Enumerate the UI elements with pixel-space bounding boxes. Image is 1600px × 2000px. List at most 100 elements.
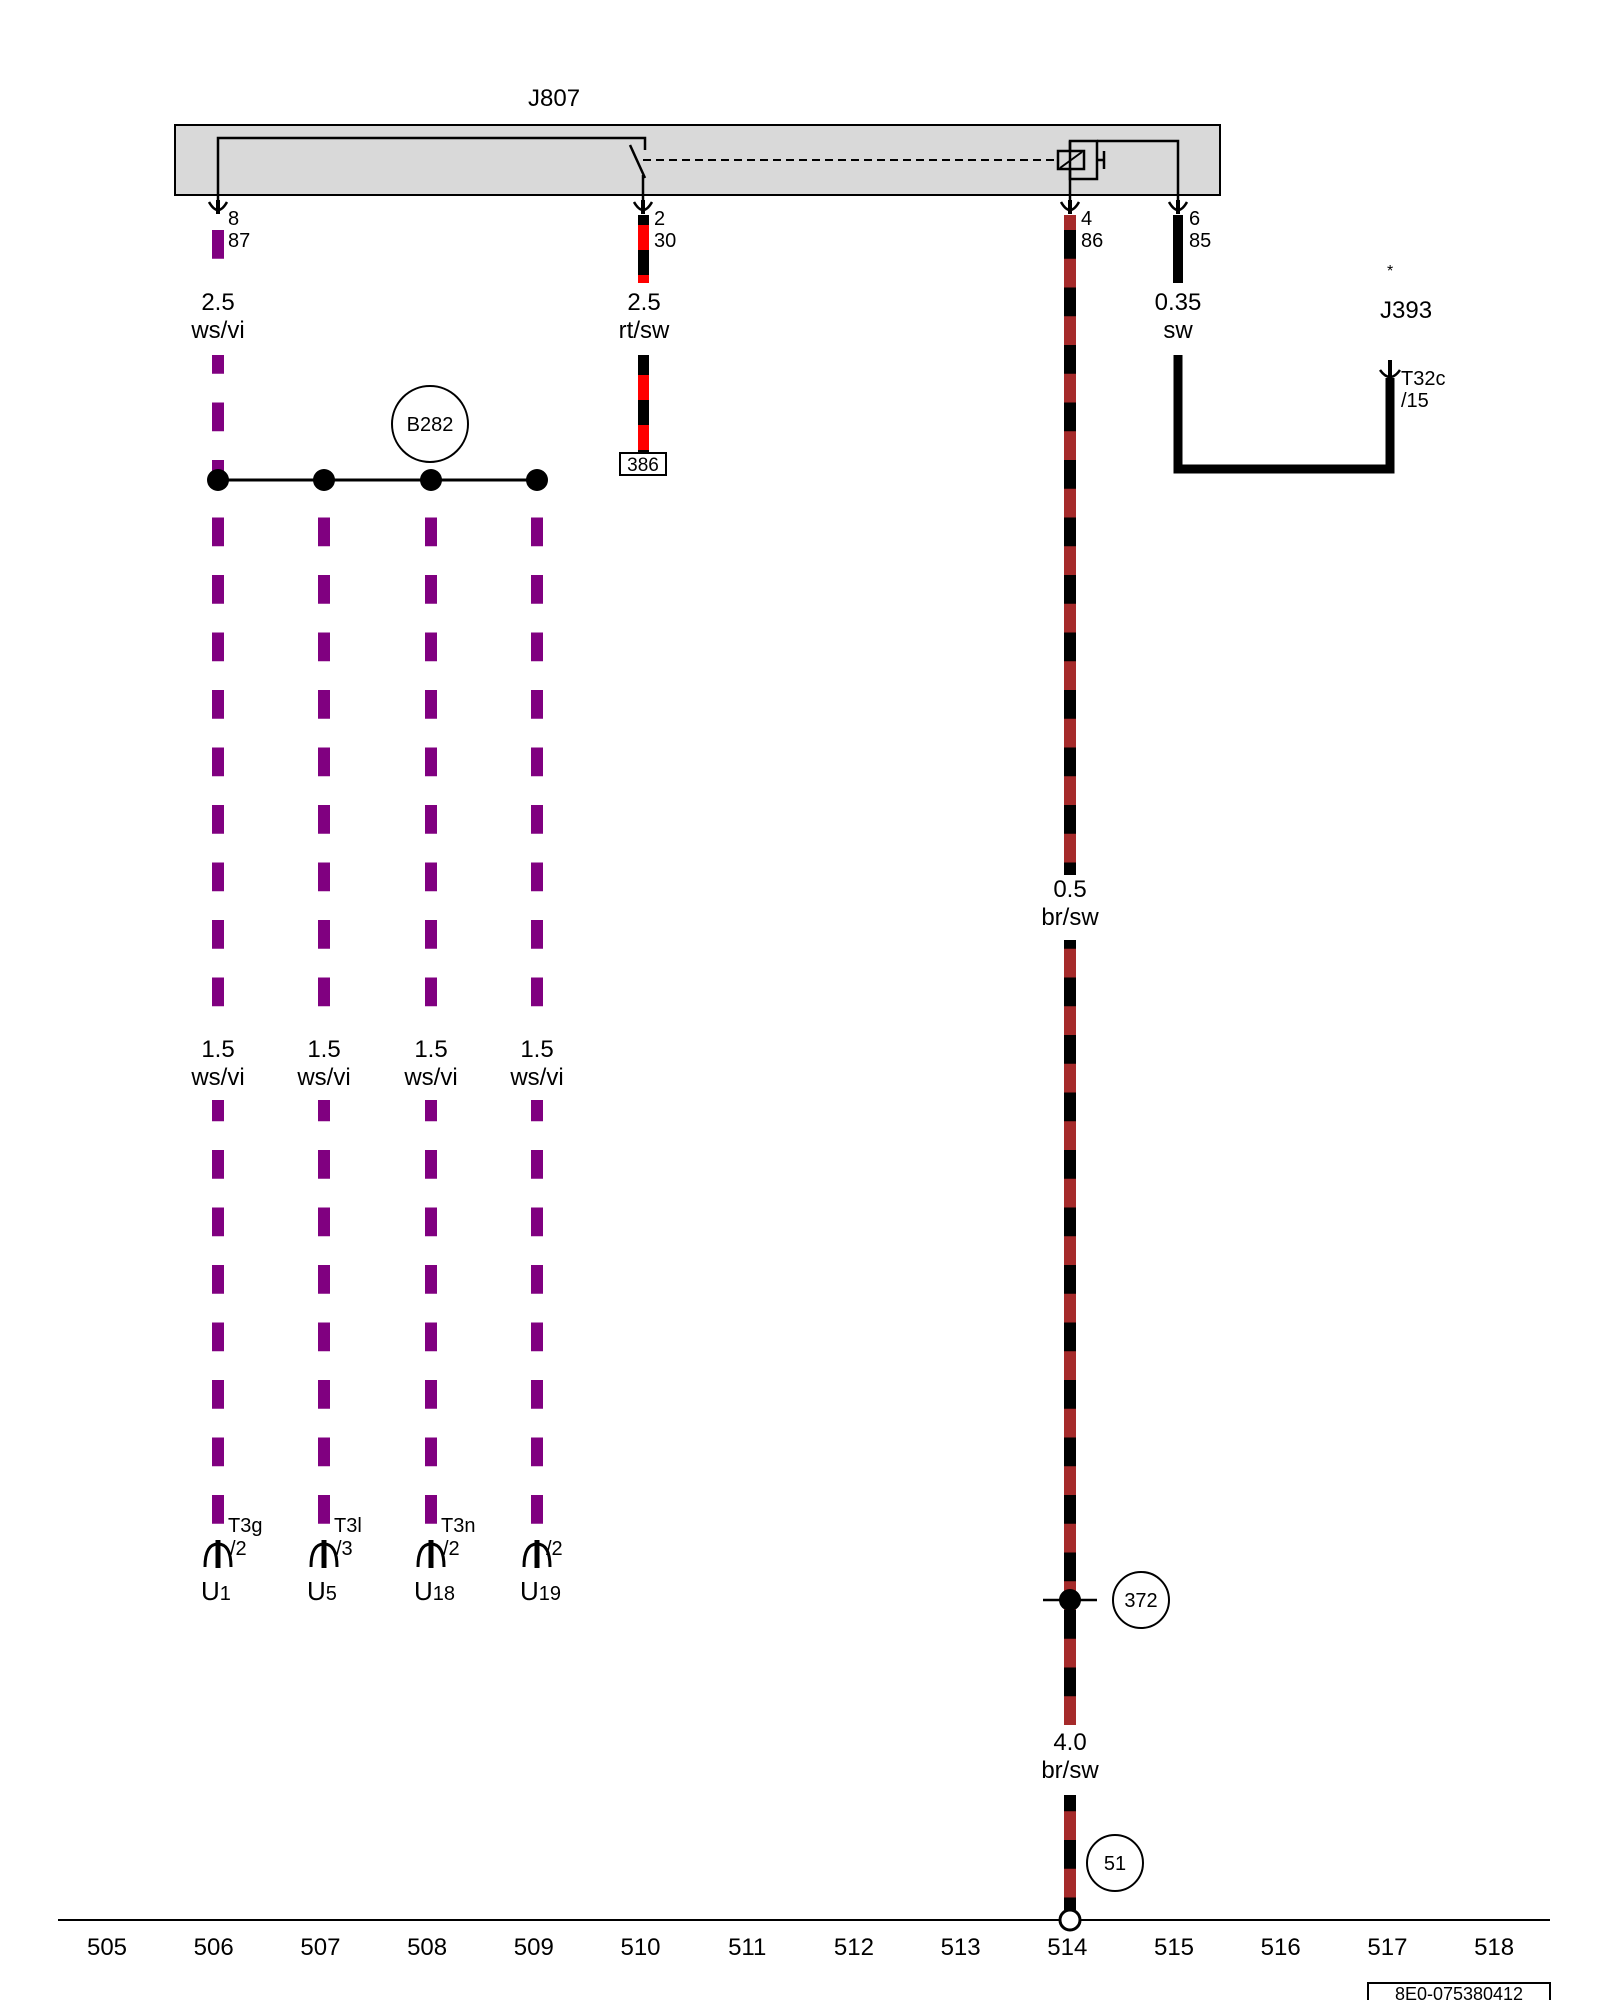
branch-wires: 1.5 ws/vi 1.5 ws/vi 1.5 ws/vi 1.5 ws/vi	[190, 469, 564, 1540]
branch-1-color: ws/vi	[190, 1064, 244, 1091]
terminal-ref-label: 386	[627, 455, 659, 476]
wire-pin2: 2.5 rt/sw 386	[619, 215, 670, 476]
terminal-u1: T3g /2 U1	[201, 1515, 262, 1606]
track-number: 516	[1261, 1934, 1301, 1961]
wire-pin2-color: rt/sw	[619, 317, 670, 344]
pin2-number: 2	[654, 208, 665, 230]
relay-j807: J807	[174, 85, 1221, 200]
track-number: 518	[1474, 1934, 1514, 1961]
pin2-terminal: 30	[654, 230, 676, 252]
document-code: 8E0-075380412	[1367, 1982, 1551, 2000]
j393-connector: T32c	[1401, 368, 1445, 390]
track-number: 515	[1154, 1934, 1194, 1961]
track-number: 511	[728, 1934, 766, 1961]
j393-label: J393	[1380, 297, 1432, 324]
track-number: 506	[194, 1934, 234, 1961]
junction-bus: B282	[218, 385, 538, 482]
relay-pin-connectors	[207, 200, 1189, 214]
wire-pin6-size: 0.35	[1155, 289, 1202, 316]
track-number: 505	[87, 1934, 127, 1961]
wire-pin4-size: 0.5	[1053, 876, 1086, 903]
track-number: 507	[300, 1934, 340, 1961]
terminal-u19: /2 U19	[520, 1538, 563, 1606]
pin4-terminal: 86	[1081, 230, 1103, 252]
pin6-terminal: 85	[1189, 230, 1211, 252]
branch-3: 1.5 ws/vi	[403, 469, 458, 1540]
pin8-number: 8	[228, 208, 239, 230]
terminal-u18: T3n /2 U18	[414, 1515, 475, 1606]
u1-connector: T3g	[228, 1515, 262, 1537]
pin4-number: 4	[1081, 208, 1092, 230]
track-number: 510	[620, 1934, 660, 1961]
j393-pin: /15	[1401, 390, 1429, 412]
u19-label: U19	[520, 1576, 561, 1606]
track-number: 517	[1367, 1934, 1407, 1961]
branch-terminals: T3g /2 U1 T3l /3 U5 T3n /2 U18 /2 U19	[201, 1515, 563, 1606]
u19-pin: /2	[546, 1538, 563, 1560]
u18-connector: T3n	[441, 1515, 475, 1537]
pin8-terminal: 87	[228, 230, 250, 252]
pin8-connector-icon	[207, 200, 229, 214]
branch-2-color: ws/vi	[296, 1064, 350, 1091]
u1-label: U1	[201, 1576, 231, 1606]
u5-connector: T3l	[334, 1515, 362, 1537]
branch-4: 1.5 ws/vi	[509, 469, 564, 1540]
u5-pin: /3	[336, 1538, 353, 1560]
branch-3-color: ws/vi	[403, 1064, 457, 1091]
terminal-u5: T3l /3 U5	[307, 1515, 362, 1606]
branch-1: 1.5 ws/vi	[190, 469, 245, 1540]
relay-contact-wire	[216, 136, 647, 200]
track-axis: 505 506 507 508 509 510 511 512 513 514 515 516 517 5…	[58, 1908, 1550, 1961]
pin4-connector-icon	[1059, 200, 1081, 214]
track-number: 512	[834, 1934, 874, 1961]
relay-label: J807	[528, 85, 580, 112]
wire-ground-color: br/sw	[1041, 1757, 1099, 1784]
wire-pin2-size: 2.5	[627, 289, 660, 316]
u18-label: U18	[414, 1576, 455, 1606]
branch-4-size: 1.5	[520, 1036, 553, 1063]
ground-connection-label: 372	[1124, 1590, 1157, 1612]
wire-pin8-size: 2.5	[201, 289, 234, 316]
track-number: 508	[407, 1934, 447, 1961]
terminal-ref-box	[619, 452, 667, 476]
ground-connection-dot	[1059, 1589, 1081, 1611]
control-unit-j393: * J393 T32c /15	[1378, 263, 1445, 412]
splice-dot	[420, 469, 442, 491]
splice-dot	[526, 469, 548, 491]
splice-dot	[313, 469, 335, 491]
pin2-connector-icon	[632, 200, 654, 214]
u18-pin: /2	[443, 1538, 460, 1560]
track-number: 513	[941, 1934, 981, 1961]
junction-label: B282	[407, 414, 454, 436]
wire-pin6: 0.35 sw	[1155, 215, 1395, 474]
wire-pin6-color: sw	[1163, 317, 1193, 344]
track-number: 509	[514, 1934, 554, 1961]
branch-3-size: 1.5	[414, 1036, 447, 1063]
relay-pin-labels: 8 87 2 30 4 86 6 85	[228, 208, 1211, 252]
wire-pin8-color: ws/vi	[190, 317, 244, 344]
document-code-label: 8E0-075380412	[1395, 1984, 1523, 2000]
u1-pin: /2	[230, 1538, 247, 1560]
track-numbers: 505 506 507 508 509 510 511 512 513 514 515 516 517 5…	[87, 1934, 1514, 1961]
splice-dot	[207, 469, 229, 491]
junction-badge	[391, 385, 469, 463]
pin6-number: 6	[1189, 208, 1200, 230]
wire-pin8: 2.5 ws/vi	[190, 215, 245, 480]
ground-connection-badge	[1112, 1571, 1170, 1629]
wire-pin4: 0.5 br/sw 372 4.0 br/sw 51	[1041, 215, 1170, 1910]
pin6-connector-icon	[1167, 200, 1189, 214]
j393-note: *	[1387, 263, 1393, 280]
branch-1-size: 1.5	[201, 1036, 234, 1063]
wire-pin4-color: br/sw	[1041, 904, 1099, 931]
u5-label: U5	[307, 1576, 337, 1606]
wire-ground-size: 4.0	[1053, 1729, 1086, 1756]
relay-switch-contact	[628, 144, 647, 179]
ground-point-badge	[1086, 1834, 1144, 1892]
ground-point-label: 51	[1104, 1853, 1126, 1875]
branch-2: 1.5 ws/vi	[296, 469, 351, 1540]
ground-terminal-icon	[1058, 1908, 1082, 1932]
branch-2-size: 1.5	[307, 1036, 340, 1063]
track-number: 514	[1047, 1934, 1087, 1961]
branch-4-color: ws/vi	[509, 1064, 563, 1091]
